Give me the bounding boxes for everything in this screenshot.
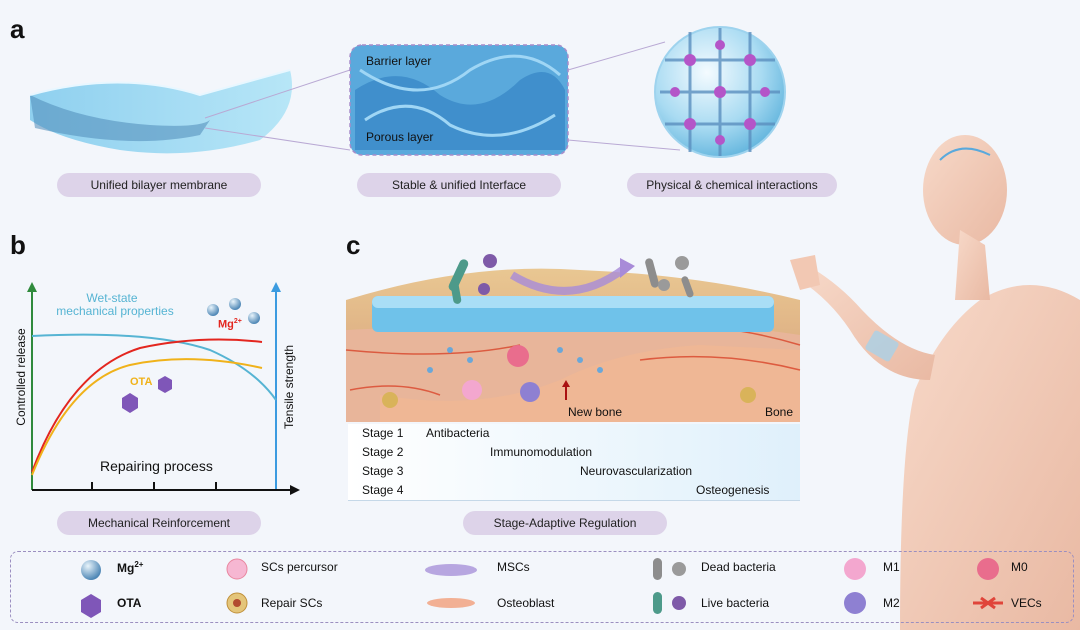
- molecular-network-sphere: [654, 26, 786, 158]
- legend-m2-label: M2: [883, 596, 900, 610]
- m0-macrophage-icon: [977, 558, 999, 580]
- osteoblast-icon: [427, 598, 475, 608]
- legend-vecs-label: VECs: [1011, 596, 1042, 610]
- legend-dead-bacteria-label: Dead bacteria: [701, 560, 776, 574]
- mg-ion-icon: [81, 560, 101, 580]
- stage-row-4: Stage 4 Osteogenesis: [348, 481, 800, 501]
- live-bacteria-rod-icon: [653, 592, 662, 614]
- repairing-process-axis-label: Repairing process: [100, 458, 213, 474]
- legend-mg-label: Mg2+: [117, 560, 143, 575]
- caption-physical-chemical-interactions: Physical & chemical interactions: [627, 173, 837, 197]
- bacteria-conversion-illustration: [448, 254, 694, 304]
- legend-mg-text: Mg: [117, 561, 135, 575]
- mg-label: Mg2+: [218, 318, 242, 331]
- panel-b-letter: b: [10, 230, 26, 260]
- live-bacteria-cluster-icon: [672, 596, 686, 610]
- panel-a-letter: a: [10, 14, 25, 44]
- wet-state-label-line2: mechanical properties: [56, 304, 174, 318]
- caption-stable-unified-interface: Stable & unified Interface: [357, 173, 561, 197]
- stage-description: Antibacteria: [426, 426, 490, 440]
- panel-c-letter: c: [346, 230, 361, 260]
- stage-name: Stage 3: [362, 464, 404, 478]
- dead-bacteria-cluster-icon: [672, 562, 686, 576]
- ota-label: OTA: [130, 376, 153, 388]
- m1-macrophage-icon: [844, 558, 866, 580]
- ota-release-curve: [31, 358, 263, 476]
- mg-label-superscript: 2+: [233, 318, 242, 325]
- vecs-icon: [973, 596, 1003, 610]
- stage-row-1: Stage 1 Antibacteria: [348, 424, 800, 444]
- panel-b-plot: [27, 282, 300, 495]
- wet-state-label-line1: Wet-state: [86, 291, 138, 305]
- legend-repair-scs-label: Repair SCs: [261, 596, 323, 610]
- legend-ota-label: OTA: [117, 596, 142, 610]
- legend-live-bacteria-label: Live bacteria: [701, 596, 770, 610]
- porous-layer-label: Porous layer: [366, 130, 434, 144]
- legend-m0-label: M0: [1011, 560, 1028, 574]
- human-figure-illustration: [790, 135, 1080, 630]
- bilayer-membrane-illustration: [29, 69, 292, 154]
- m0-cell-icon: [507, 345, 529, 367]
- stage-name: Stage 1: [362, 426, 404, 440]
- stage-name: Stage 4: [362, 483, 404, 497]
- stage-row-2: Stage 2 Immunomodulation: [348, 443, 800, 463]
- legend-scs-precursor-label: SCs percursor: [261, 560, 338, 574]
- stage-name: Stage 2: [362, 445, 404, 459]
- barrier-layer-label: Barrier layer: [366, 54, 432, 68]
- bone-label: Bone: [765, 405, 794, 419]
- legend-osteoblast-label: Osteoblast: [497, 596, 555, 610]
- scs-precursor-icon: [226, 558, 248, 580]
- ota-hexagon-icon: [81, 594, 101, 618]
- m2-macrophage-icon: [844, 592, 866, 614]
- interface-zoom-box: [349, 44, 569, 156]
- caption-unified-bilayer-membrane: Unified bilayer membrane: [57, 173, 261, 197]
- legend-m1-label: M1: [883, 560, 900, 574]
- mg-release-curve: [31, 338, 263, 473]
- caption-stage-adaptive-regulation: Stage-Adaptive Regulation: [463, 511, 667, 535]
- caption-mechanical-reinforcement: Mechanical Reinforcement: [57, 511, 261, 535]
- legend-mg-superscript: 2+: [134, 560, 144, 569]
- legend-box: Mg2+ OTA SCs percursor Repair SCs MSCs O…: [10, 551, 1074, 623]
- wound-tissue-illustration: [345, 268, 801, 422]
- mg-label-text: Mg: [218, 318, 234, 331]
- stage-description: Neurovascularization: [580, 464, 693, 478]
- stage-description: Osteogenesis: [696, 483, 770, 497]
- legend-mscs-label: MSCs: [497, 560, 530, 574]
- stage-description: Immunomodulation: [490, 445, 593, 459]
- mscs-icon: [425, 564, 477, 576]
- tensile-strength-axis-label: Tensile strength: [282, 344, 296, 430]
- controlled-release-axis-label: Controlled release: [14, 328, 28, 426]
- stage-row-3: Stage 3 Neurovascularization: [348, 462, 800, 482]
- wet-state-curve: [31, 333, 277, 401]
- dead-bacteria-rod-icon: [653, 558, 662, 580]
- new-bone-label: New bone: [568, 405, 623, 419]
- legend-icons: [81, 558, 1003, 618]
